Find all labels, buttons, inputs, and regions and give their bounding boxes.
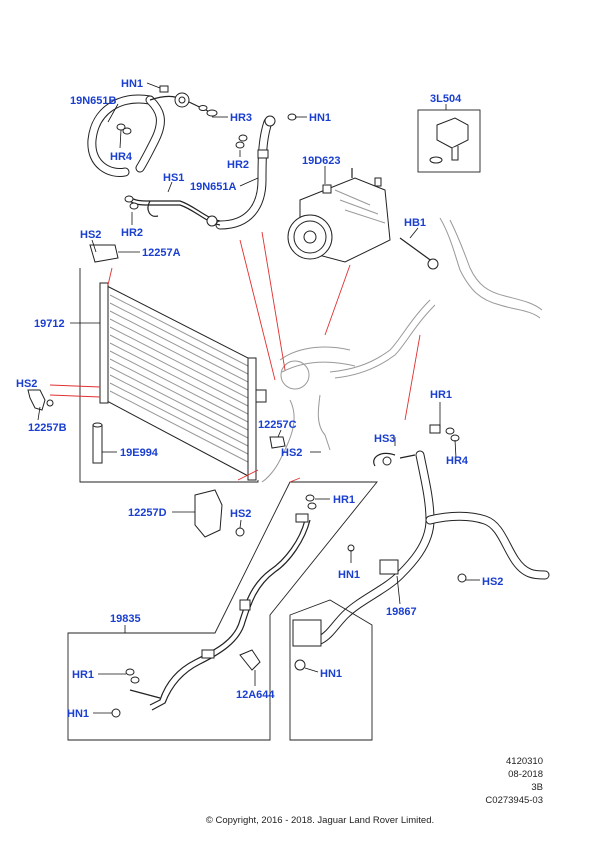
label-19835: 19835	[110, 613, 141, 625]
label-12257d: 12257D	[128, 507, 167, 519]
label-hr1-b: HR1	[430, 389, 452, 401]
label-19d623: 19D623	[302, 155, 341, 167]
bracket-12257a	[89, 244, 119, 263]
condenser-19712	[99, 282, 267, 481]
bracket-12257c	[269, 436, 286, 449]
pipe-19835	[111, 513, 311, 718]
label-19n651a: 19N651A	[190, 181, 237, 193]
hose-19n651a	[124, 113, 297, 230]
diagram-code: 4120310	[506, 756, 543, 767]
compressor-19d623	[287, 168, 391, 263]
part-labels: HN1 19N651B HR4 HR3 HN1 HR2 HS1 19N651A …	[16, 78, 503, 720]
label-hs2-a: HS2	[80, 229, 101, 241]
label-19n651b: 19N651B	[70, 95, 117, 107]
label-hn1-mid: HN1	[309, 112, 331, 124]
diagram-reference: C0273945-03	[485, 795, 543, 806]
label-12257b: 12257B	[28, 422, 67, 434]
label-12257c: 12257C	[258, 419, 297, 431]
label-hr2-b: HR2	[121, 227, 143, 239]
label-3l504: 3L504	[430, 93, 462, 105]
label-hr1-a: HR1	[333, 494, 355, 506]
label-hs1: HS1	[163, 172, 184, 184]
hose-19n651b	[87, 85, 218, 177]
label-12257a: 12257A	[142, 247, 181, 259]
label-hs3: HS3	[374, 433, 395, 445]
drier-19e994	[92, 422, 103, 464]
box-19835-outline	[67, 481, 378, 741]
label-hr4-b: HR4	[446, 455, 469, 467]
box-19712-outline	[79, 268, 259, 483]
diagram-revision: 3B	[531, 782, 543, 793]
diagram-date: 08-2018	[508, 769, 543, 780]
label-19712: 19712	[34, 318, 65, 330]
label-hr1-c: HR1	[72, 669, 94, 681]
part-3l504-box	[417, 109, 481, 173]
pipe-19867	[292, 424, 550, 671]
label-hb1: HB1	[404, 217, 426, 229]
label-hs2-d: HS2	[230, 508, 251, 520]
bracket-12257d	[194, 489, 245, 538]
bolt-hb1	[399, 237, 439, 270]
label-hn1-e: HN1	[320, 668, 342, 680]
bracket-12257b	[27, 389, 54, 411]
hr1-clips	[305, 494, 317, 510]
label-hn1-c: HN1	[338, 569, 360, 581]
label-hr3: HR3	[230, 112, 252, 124]
footer: 4120310 08-2018 3B C0273945-03 © Copyrig…	[206, 756, 543, 826]
label-hr2-a: HR2	[227, 159, 249, 171]
copyright: © Copyright, 2016 - 2018. Jaguar Land Ro…	[206, 815, 434, 826]
label-hr4-top: HR4	[110, 151, 133, 163]
red-leaders	[49, 231, 421, 483]
label-19867: 19867	[386, 606, 417, 618]
label-hs2-b: HS2	[16, 378, 37, 390]
label-hs2-c: HS2	[281, 447, 302, 459]
background-pipes	[261, 217, 543, 483]
label-hs2-e: HS2	[482, 576, 503, 588]
label-12a644: 12A644	[236, 689, 275, 701]
box-19867-outline	[289, 599, 373, 741]
label-hn1-d: HN1	[67, 708, 89, 720]
leader-lines	[37, 82, 480, 714]
label-hn1-top: HN1	[121, 78, 143, 90]
label-19e994: 19E994	[120, 447, 159, 459]
